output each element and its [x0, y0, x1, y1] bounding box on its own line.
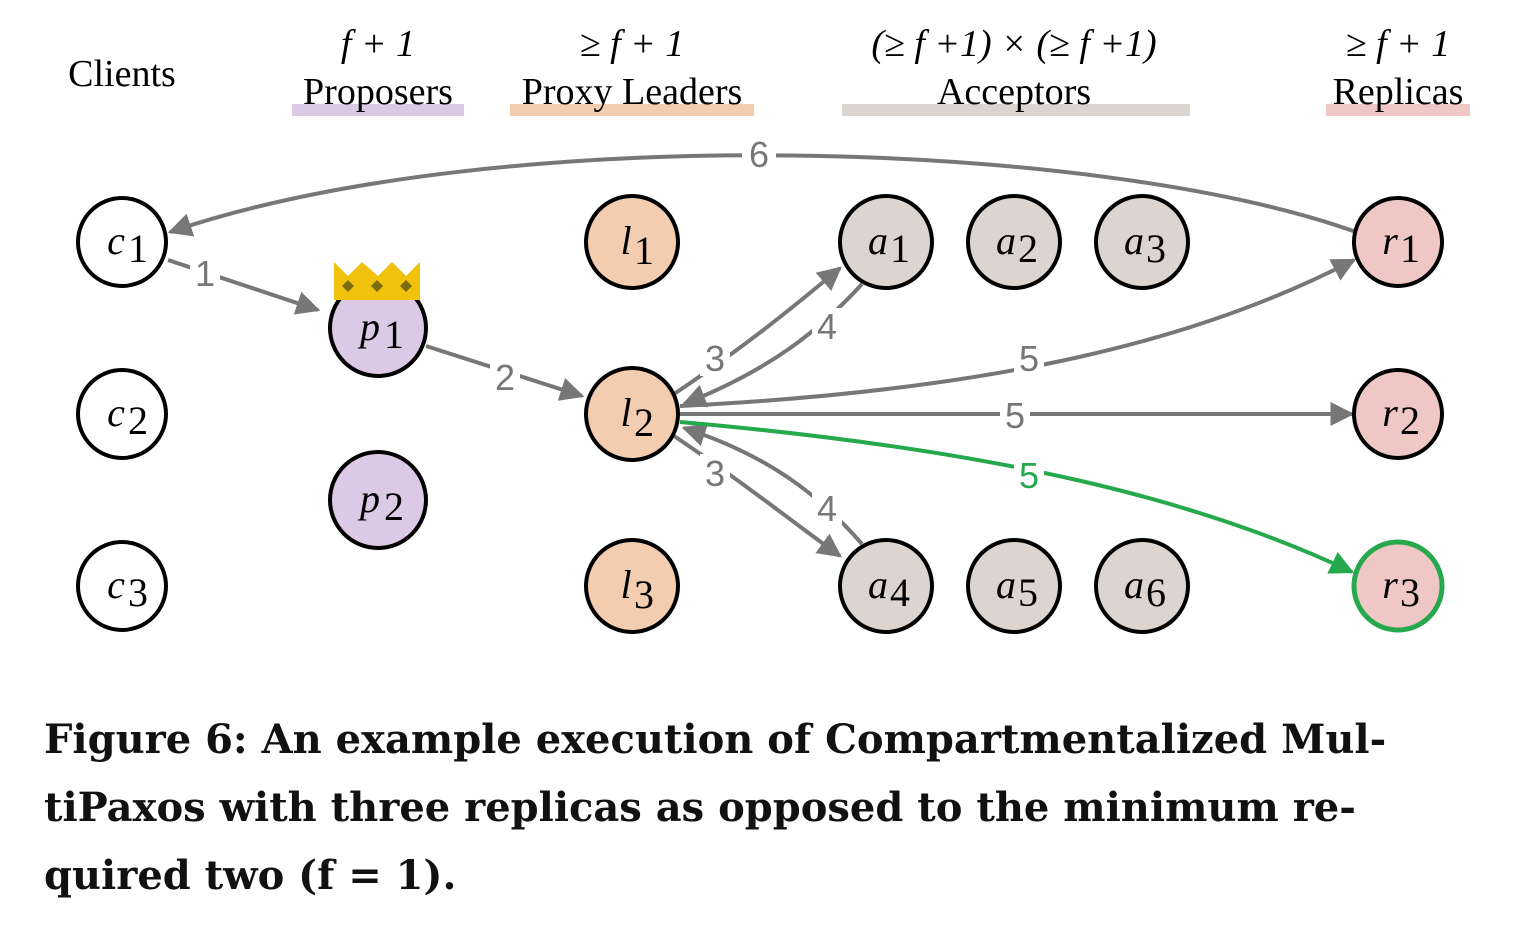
label-3-upper: 3 [700, 338, 730, 379]
svg-text:p: p [357, 476, 380, 521]
svg-text:a: a [996, 218, 1016, 263]
label-1: 1 [190, 253, 220, 294]
svg-text:1: 1 [195, 253, 215, 294]
header-proposers: Proposers [303, 71, 453, 113]
header-replicas: Replicas [1333, 71, 1464, 113]
node-c1: c 1 [76, 196, 168, 288]
node-r2: r 2 [1352, 368, 1444, 460]
edge-5-l2-r3 [679, 420, 1355, 574]
svg-text:2: 2 [1018, 226, 1038, 271]
header-clients: Clients [68, 53, 176, 95]
node-a4: a 4 [838, 538, 934, 634]
svg-text:6: 6 [749, 134, 769, 175]
label-6: 6 [742, 134, 776, 175]
svg-text:3: 3 [128, 570, 148, 615]
node-p2: p 2 [328, 450, 428, 550]
proxy-underline [510, 104, 754, 116]
svg-text:a: a [1124, 562, 1144, 607]
label-5-r1: 5 [1014, 338, 1044, 379]
svg-text:1: 1 [384, 312, 404, 357]
node-a2: a 2 [966, 194, 1062, 290]
replicas-underline [1326, 104, 1470, 116]
node-l3: l 3 [584, 538, 680, 634]
multipaxos-diagram: Clients f + 1 Proposers ≥ f + 1 Proxy Le… [68, 23, 1470, 634]
header-proxy-count: ≥ f + 1 [580, 23, 685, 65]
svg-text:1: 1 [128, 226, 148, 271]
node-l1: l 1 [584, 194, 680, 290]
proposers-underline [292, 104, 464, 116]
svg-text:1: 1 [1400, 226, 1420, 271]
caption-line-1: Figure 6: An example execution of Compar… [44, 716, 1387, 763]
svg-text:3: 3 [1146, 226, 1166, 271]
node-l2: l 2 [584, 366, 680, 462]
svg-text:r: r [1382, 390, 1398, 435]
label-4-upper: 4 [812, 306, 842, 347]
header-proposers-count: f + 1 [341, 23, 415, 65]
svg-text:3: 3 [705, 338, 725, 379]
svg-text:a: a [868, 562, 888, 607]
svg-text:a: a [1124, 218, 1144, 263]
header-acceptors-count: (≥ f +1) × (≥ f +1) [871, 23, 1156, 65]
edge-3-l2-a1 [672, 266, 842, 396]
svg-text:3: 3 [705, 453, 725, 494]
header-proxy: Proxy Leaders [522, 71, 743, 113]
edge-4-a4-l2 [681, 423, 864, 546]
svg-text:c: c [107, 218, 125, 263]
svg-text:2: 2 [384, 484, 404, 529]
header-acceptors: Acceptors [937, 71, 1091, 113]
node-a6: a 6 [1094, 538, 1190, 634]
label-3-lower: 3 [700, 453, 730, 494]
caption-line-2: tiPaxos with three replicas as opposed t… [44, 784, 1356, 831]
svg-text:3: 3 [634, 572, 654, 617]
svg-text:2: 2 [128, 398, 148, 443]
node-a3: a 3 [1094, 194, 1190, 290]
svg-text:2: 2 [1400, 398, 1420, 443]
svg-text:r: r [1382, 562, 1398, 607]
node-r1: r 1 [1352, 196, 1444, 288]
node-c2: c 2 [76, 368, 168, 460]
svg-text:5: 5 [1018, 570, 1038, 615]
figure-caption: Figure 6: An example execution of Compar… [44, 706, 1484, 910]
svg-text:4: 4 [890, 570, 910, 615]
header-replicas-count: ≥ f + 1 [1346, 23, 1451, 65]
caption-line-3: quired two (f = 1). [44, 852, 457, 899]
edge-5-l2-r1 [679, 258, 1357, 408]
edge-6-r1-c1 [167, 153, 1357, 237]
svg-text:1: 1 [890, 226, 910, 271]
edge-3-l2-a4 [672, 434, 842, 558]
label-5-r2: 5 [1000, 395, 1030, 436]
svg-text:p: p [357, 304, 380, 349]
label-2: 2 [490, 357, 520, 398]
node-p1: p 1 [328, 278, 428, 378]
svg-text:5: 5 [1019, 455, 1039, 496]
svg-text:4: 4 [817, 488, 837, 529]
label-4-lower: 4 [812, 488, 842, 529]
node-c3: c 3 [76, 540, 168, 632]
node-a1: a 1 [838, 194, 934, 290]
svg-text:2: 2 [495, 357, 515, 398]
svg-text:a: a [868, 218, 888, 263]
svg-text:r: r [1382, 218, 1398, 263]
svg-text:c: c [107, 390, 125, 435]
node-a5: a 5 [966, 538, 1062, 634]
svg-text:a: a [996, 562, 1016, 607]
svg-text:c: c [107, 562, 125, 607]
svg-text:2: 2 [634, 400, 654, 445]
svg-text:6: 6 [1146, 570, 1166, 615]
label-5-r3: 5 [1014, 455, 1044, 496]
edge-4-a1-l2 [681, 282, 864, 408]
svg-text:5: 5 [1019, 338, 1039, 379]
svg-text:3: 3 [1400, 570, 1420, 615]
svg-text:l: l [620, 218, 631, 263]
svg-text:l: l [620, 390, 631, 435]
svg-text:l: l [620, 562, 631, 607]
acceptors-underline [842, 104, 1190, 116]
svg-text:4: 4 [817, 306, 837, 347]
svg-text:5: 5 [1005, 395, 1025, 436]
crown-icon [334, 262, 420, 300]
svg-text:1: 1 [634, 228, 654, 273]
node-r3: r 3 [1351, 539, 1445, 633]
